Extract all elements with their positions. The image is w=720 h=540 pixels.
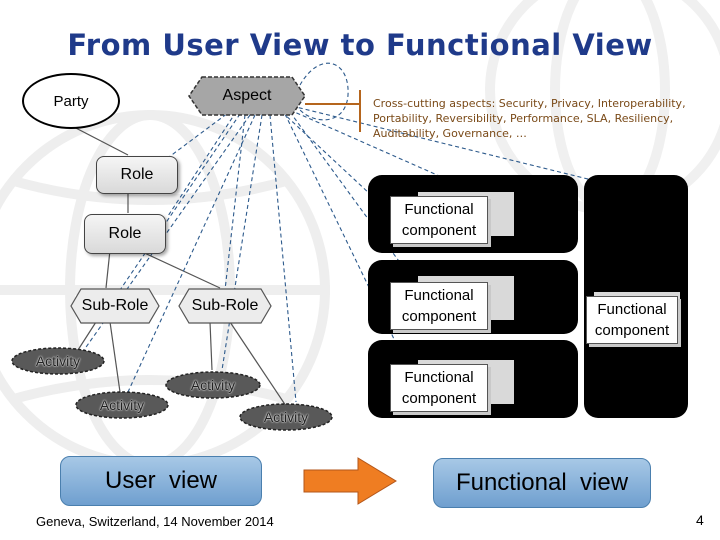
functional-component-label: Functional component [401,201,477,239]
activity-node-1: Activity [10,346,106,376]
functional-component-label: Functional component [594,301,670,339]
activity-ellipse [11,347,105,375]
activity-node-3: Activity [164,370,262,400]
sub-role-node-2: Sub-Role [178,288,272,324]
functional-component-4: Functional component [586,296,678,344]
user-view-text: User view [104,467,218,494]
activity-ellipse [75,391,169,419]
user-view-label: User view [60,456,262,506]
footer-text: Geneva, Switzerland, 14 November 2014 [36,514,274,529]
functional-component-3: Functional component [390,364,488,412]
dashed-link [224,114,246,291]
aspect-node: Aspect [188,76,306,116]
dashed-link [119,113,241,291]
party-node: Party [22,73,120,129]
dashed-link [291,105,601,183]
activity-label: Activity [99,397,145,413]
functional-component-label: Functional component [401,369,477,407]
sub-role-label: Sub-Role [191,297,259,314]
functional-component-2: Functional component [390,282,488,330]
sub-role-hexagon [178,288,272,324]
connector-line [105,249,111,289]
functional-component-1: Functional component [390,196,488,244]
connector-line [77,321,97,351]
dashed-link [127,114,256,393]
slide-title: From User View to Functional View [67,28,653,62]
activity-ellipse [239,403,333,431]
transition-arrow [303,457,397,505]
aspect-hexagon [188,76,306,116]
sub-role-label: Sub-Role [81,297,149,314]
dashed-link [289,109,463,187]
dashed-self-loop [299,62,349,121]
aspect-label: Aspect [222,87,272,104]
dashed-link [221,114,263,371]
activity-label: Activity [263,409,309,425]
connector-line [109,321,121,393]
page-number: 4 [696,512,704,528]
activity-node-4: Activity [238,402,334,432]
role-node: Role [84,214,166,254]
connector-line [209,321,213,371]
role-label: Role [108,225,142,242]
activity-label: Activity [35,353,81,369]
activity-label: Activity [190,377,236,393]
sub-role-node-1: Sub-Role [70,288,160,324]
party-label: Party [53,92,89,110]
dashed-link [269,114,297,403]
sub-role-hexagon [70,288,160,324]
functional-view-label: Functional view [433,458,651,508]
connector-line [229,321,287,407]
role-node-top: Role [96,156,178,194]
activity-ellipse [165,371,261,399]
functional-view-text: Functional view [455,469,629,496]
cross-cutting-aspects-text: Cross-cutting aspects: Security, Privacy… [373,97,686,140]
functional-component-label: Functional component [401,287,477,325]
role-label: Role [120,166,154,183]
connector-line [69,124,129,156]
activity-node-2: Activity [74,390,170,420]
connector-line [137,249,221,289]
